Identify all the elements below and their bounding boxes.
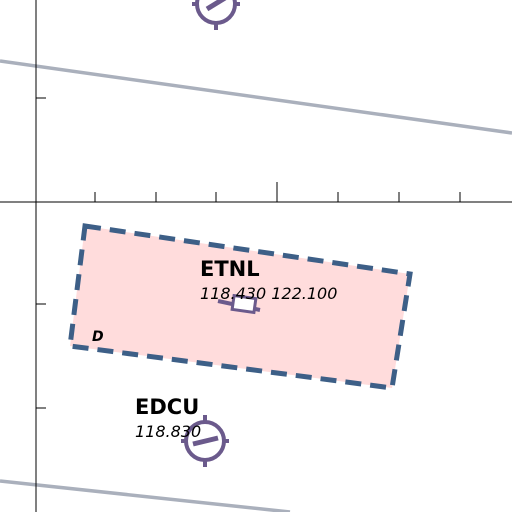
airport-circle-icon[interactable] [192,0,240,30]
airport-code-etnl: ETNL [200,257,260,281]
route-line-bottom [0,479,291,512]
route-line-top [0,59,512,135]
airport-circle-icon[interactable] [181,415,229,467]
airport-code-edcu: EDCU [135,395,199,419]
airspace-class-label: D [92,329,104,345]
airport-frequencies-edcu: 118.830 [135,422,201,441]
airport-frequencies-etnl: 118.430 122.100 [200,284,337,303]
airport-runway-box-icon[interactable] [217,293,261,315]
